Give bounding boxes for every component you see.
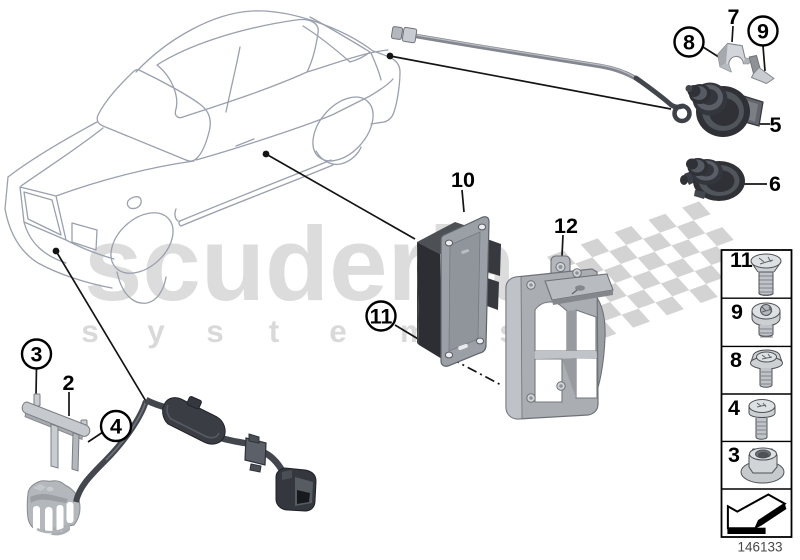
svg-text:4: 4 <box>110 415 122 439</box>
svg-text:8: 8 <box>683 31 695 55</box>
svg-text:6: 6 <box>769 172 781 196</box>
svg-text:7: 7 <box>728 5 740 29</box>
svg-text:t: t <box>269 313 280 349</box>
svg-text:11: 11 <box>370 305 393 329</box>
svg-text:10: 10 <box>451 168 475 192</box>
svg-text:9: 9 <box>757 20 769 44</box>
svg-text:146133: 146133 <box>737 540 782 555</box>
svg-text:2: 2 <box>63 371 75 395</box>
svg-text:9: 9 <box>731 300 743 324</box>
svg-text:11: 11 <box>730 248 753 272</box>
svg-text:4: 4 <box>728 396 740 420</box>
svg-text:3: 3 <box>728 443 740 467</box>
svg-text:5: 5 <box>770 113 782 137</box>
svg-text:y: y <box>147 313 165 349</box>
svg-text:8: 8 <box>730 348 742 372</box>
svg-text:12: 12 <box>554 214 578 238</box>
svg-text:s: s <box>81 313 99 349</box>
svg-text:3: 3 <box>31 343 43 367</box>
svg-text:s: s <box>206 313 224 349</box>
svg-text:e: e <box>329 313 347 349</box>
